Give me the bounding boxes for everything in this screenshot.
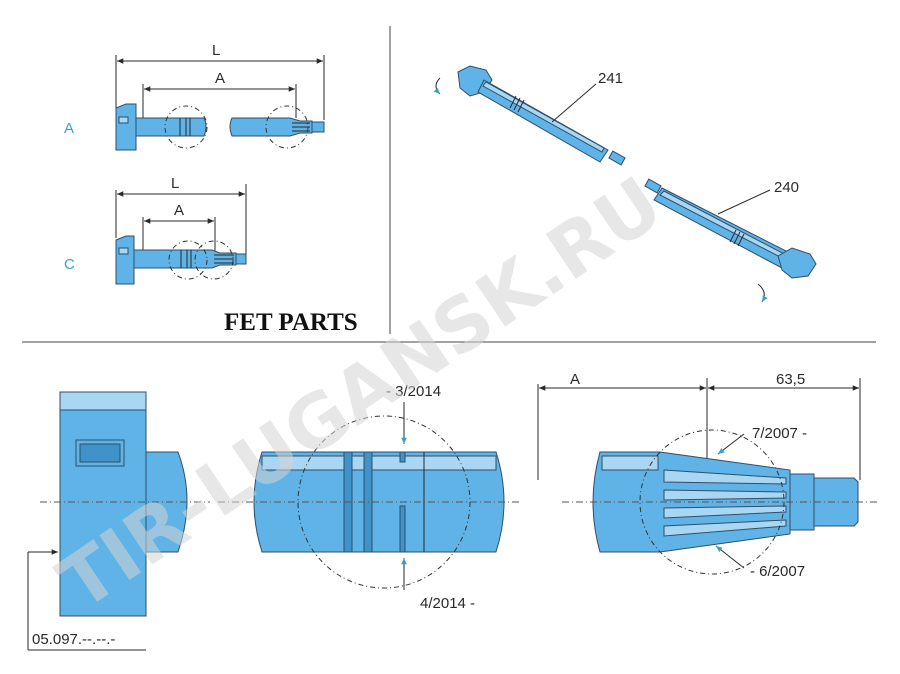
- shaft-240-isometric: 240: [644, 178, 817, 303]
- head-slot-inner: [79, 443, 121, 463]
- detail-circle: [639, 429, 785, 575]
- spline-note-bottom: - 6/2007: [750, 563, 805, 580]
- detail-circle: [194, 240, 234, 280]
- callout-240: 240: [774, 179, 799, 196]
- head-top-face: [59, 391, 147, 411]
- detail-circle: [265, 105, 309, 149]
- dim-label-l: L: [212, 42, 220, 59]
- groove-detail: - 3/2014 4/2014 -: [218, 383, 522, 612]
- detail-circle: [168, 240, 208, 280]
- brand-label: FET PARTS: [224, 309, 358, 336]
- leader-line: [717, 189, 771, 215]
- dim-label-a: A: [174, 202, 184, 219]
- spline-tooth: [663, 489, 787, 501]
- rotation-arrow-icon: [433, 77, 441, 95]
- groove-notch: [399, 505, 406, 553]
- row-label-c: C: [64, 256, 75, 273]
- groove-line: [737, 233, 745, 247]
- groove-notch: [399, 451, 406, 463]
- groove-line: [509, 95, 517, 109]
- head-detail: 05.097.--.--.-: [27, 391, 210, 651]
- dim-label-63-5: 63,5: [776, 371, 805, 388]
- shaft-head: [777, 247, 817, 279]
- shaft-variant-a: A L A: [64, 42, 325, 151]
- note-arrow: [715, 545, 745, 569]
- spline-tooth: [663, 505, 787, 519]
- head-slot: [118, 247, 129, 255]
- shaft-pin: [644, 178, 662, 194]
- head-block: [59, 391, 147, 617]
- groove-line: [517, 99, 525, 113]
- shaft-pin: [311, 121, 325, 133]
- shaft-highlight: [482, 81, 605, 153]
- shaft-pin: [235, 253, 247, 265]
- dim-label-a: A: [570, 371, 580, 388]
- shaft-head: [115, 103, 137, 151]
- shaft-highlight: [659, 190, 789, 261]
- shaft-pin: [608, 150, 626, 166]
- groove-note-bottom: 4/2014 -: [420, 595, 475, 612]
- rotation-arrow-icon: [757, 283, 768, 303]
- detail-circle: [164, 105, 208, 149]
- shaft-highlight: [261, 455, 497, 471]
- shaft-body: [135, 117, 207, 137]
- row-label-a: A: [64, 120, 74, 137]
- dim-label-l: L: [171, 175, 179, 192]
- shaft-highlight: [601, 455, 659, 471]
- groove-line: [733, 231, 741, 245]
- head-reference: 05.097.--.--.-: [32, 631, 115, 648]
- shaft-head: [115, 235, 135, 285]
- shaft-body: [229, 117, 313, 137]
- leader-line: [551, 83, 597, 123]
- callout-241: 241: [598, 70, 623, 87]
- shaft-body: [133, 249, 237, 269]
- spline-note-top: 7/2007 -: [752, 425, 807, 442]
- note-arrow: [717, 433, 745, 455]
- head-slot: [118, 116, 129, 124]
- dim-label-a: A: [215, 70, 225, 87]
- groove-line: [513, 97, 521, 111]
- groove-note-top: - 3/2014: [386, 383, 441, 400]
- groove-line: [729, 229, 737, 243]
- spline-detail: A 63,5 7/2007 - - 6/2007: [537, 371, 880, 580]
- shaft-pin: [813, 477, 859, 527]
- shaft-variant-c: C L A: [64, 175, 247, 285]
- shaft-241-isometric: 241: [433, 65, 626, 166]
- spline-tooth: [663, 519, 787, 537]
- spline-tooth: [663, 469, 787, 485]
